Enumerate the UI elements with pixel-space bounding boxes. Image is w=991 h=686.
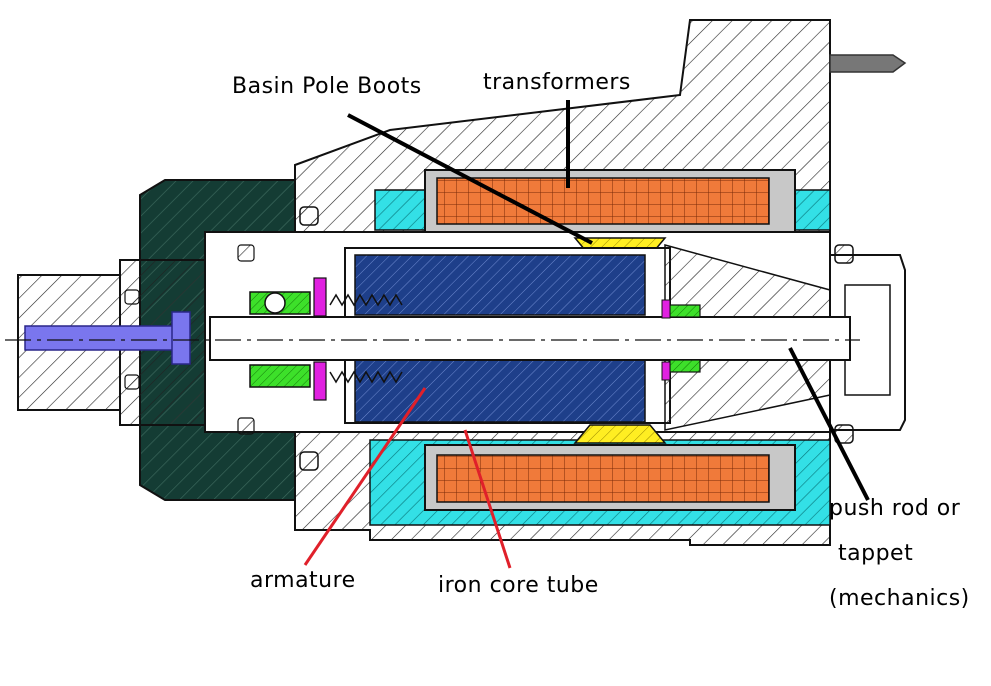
- o-ring-6: [124, 374, 140, 390]
- leader-basin-pole-boots: [347, 113, 593, 245]
- coil-frame-top-left: [374, 189, 431, 231]
- armature-lower: [354, 359, 646, 423]
- label-push-rod-line1: push rod or: [829, 496, 961, 521]
- label-basin-pole-boots: Basin Pole Boots: [232, 74, 422, 99]
- push-rod: [209, 316, 851, 361]
- label-iron-core-tube: iron core tube: [438, 573, 599, 598]
- spring-bottom: [329, 370, 403, 384]
- leader-iron-core-tube: [463, 429, 512, 569]
- o-ring-1: [299, 206, 319, 226]
- right-bearing-bottom: [669, 359, 701, 373]
- ball-bearing: [264, 292, 286, 314]
- bearing-bottom: [249, 364, 311, 388]
- label-push-rod-line3: (mechanics): [829, 586, 970, 611]
- label-armature: armature: [250, 568, 356, 593]
- label-push-rod-line2: tappet: [838, 541, 914, 566]
- coil-frame-top-right: [794, 189, 831, 231]
- blue-shaft: [24, 325, 176, 351]
- blue-shaft-collar: [171, 311, 191, 365]
- terminal-pin: [829, 54, 907, 73]
- spacer-bottom: [313, 361, 327, 401]
- coil-bottom: [436, 454, 770, 503]
- spring-top: [329, 293, 403, 307]
- o-ring-5: [124, 289, 140, 305]
- right-bearing-top: [669, 304, 701, 318]
- spacer-top: [313, 277, 327, 317]
- o-ring-3: [834, 244, 854, 264]
- o-ring-2: [299, 451, 319, 471]
- o-ring-8: [237, 417, 255, 435]
- label-transformers: transformers: [483, 70, 631, 95]
- spacer-right-bottom: [661, 361, 671, 381]
- coil-top: [436, 177, 770, 225]
- pole-boot-bottom: [573, 424, 667, 444]
- leader-push-rod: [788, 347, 870, 501]
- leader-armature: [303, 387, 427, 566]
- armature-upper: [354, 254, 646, 316]
- spacer-right-top: [661, 299, 671, 319]
- o-ring-7: [237, 244, 255, 262]
